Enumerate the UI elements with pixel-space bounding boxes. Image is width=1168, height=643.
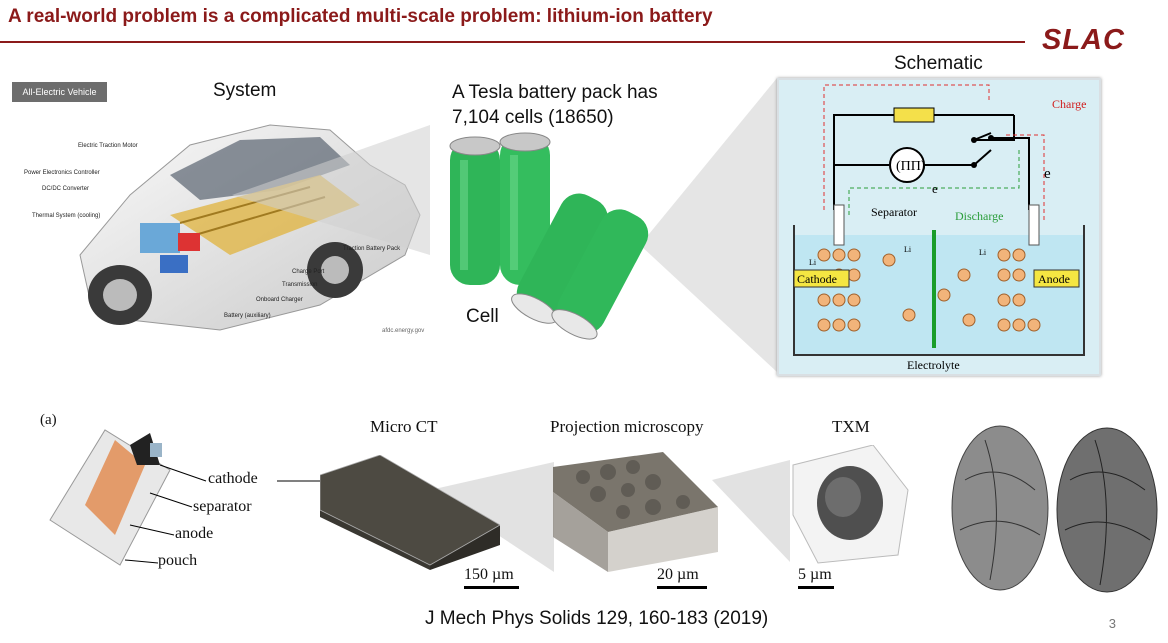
scale-bar-20 [657,586,707,589]
pouch-leader-lines [124,464,320,564]
cathode-label: Cathode [797,272,837,286]
scale-20: 20 µm [657,566,699,583]
pack-text-line2: 7,104 cells (18650) [452,107,614,128]
pouch-part-label: separator [193,498,252,515]
anode-label: Anode [1038,272,1070,286]
car-part-label: Battery (auxiliary) [224,313,271,319]
micro-ct-label: Micro CT [370,417,438,436]
electron-label: e [1044,166,1051,182]
svg-text:(ΠΠ): (ΠΠ) [896,159,926,174]
slide-title: A real-world problem is a complicated mu… [8,6,713,27]
pouch-cell-illustration [45,425,185,580]
particle-render-image [945,420,1160,595]
schematic-diagram: (ΠΠ) Charge Discharge e e Separator Elec… [777,78,1101,376]
electron-label: e [932,181,938,196]
car-part-label: Power Electronics Controller [24,170,100,176]
txm-image [788,444,913,565]
scale-150: 150 µm [464,566,514,583]
car-part-label: Onboard Charger [256,297,303,303]
citation: J Mech Phys Solids 129, 160-183 (2019) [425,608,769,629]
scale-bar-150 [464,586,519,589]
panel-tag: (a) [40,412,57,428]
image-credit: afdc.energy.gov [382,328,425,334]
pouch-part-label: cathode [208,470,258,487]
li-ion-label: Li [904,245,912,254]
car-part-label: DC/DC Converter [42,186,90,192]
cell-label: Cell [466,306,499,327]
scale-bar-5 [798,586,834,589]
li-ion-label: Li [979,248,987,257]
car-part-label: Charge Port [292,269,325,275]
car-part-label: Electric Traction Motor [78,143,138,149]
electrolyte-label: Electrolyte [907,358,960,372]
system-label: System [213,80,277,101]
projection-image [553,452,718,577]
title-rule [0,41,1025,43]
battery-cells-image [440,130,650,340]
pack-text-line1: A Tesla battery pack has [452,82,658,103]
page-number: 3 [1108,616,1116,631]
svg-text:SLAC: SLAC [1042,24,1125,54]
txm-label: TXM [832,417,870,436]
micro-ct-image [319,454,501,570]
discharge-label: Discharge [955,209,1003,223]
car-part-label: Thermal System (cooling) [32,213,101,219]
separator-label: Separator [871,205,917,219]
charge-label: Charge [1052,97,1086,111]
pouch-part-label: anode [175,525,214,542]
car-part-label: Transmission [282,282,318,288]
projection-label: Projection microscopy [550,417,704,436]
car-part-label: Traction Battery Pack [343,246,401,252]
li-ion-label: Li [809,258,817,267]
pouch-part-label: pouch [158,552,198,569]
schematic-label: Schematic [894,53,983,74]
slac-logo: SLAC [1040,24,1138,59]
vehicle-badge: All-Electric Vehicle [12,82,107,102]
scale-5: 5 µm [798,566,832,583]
